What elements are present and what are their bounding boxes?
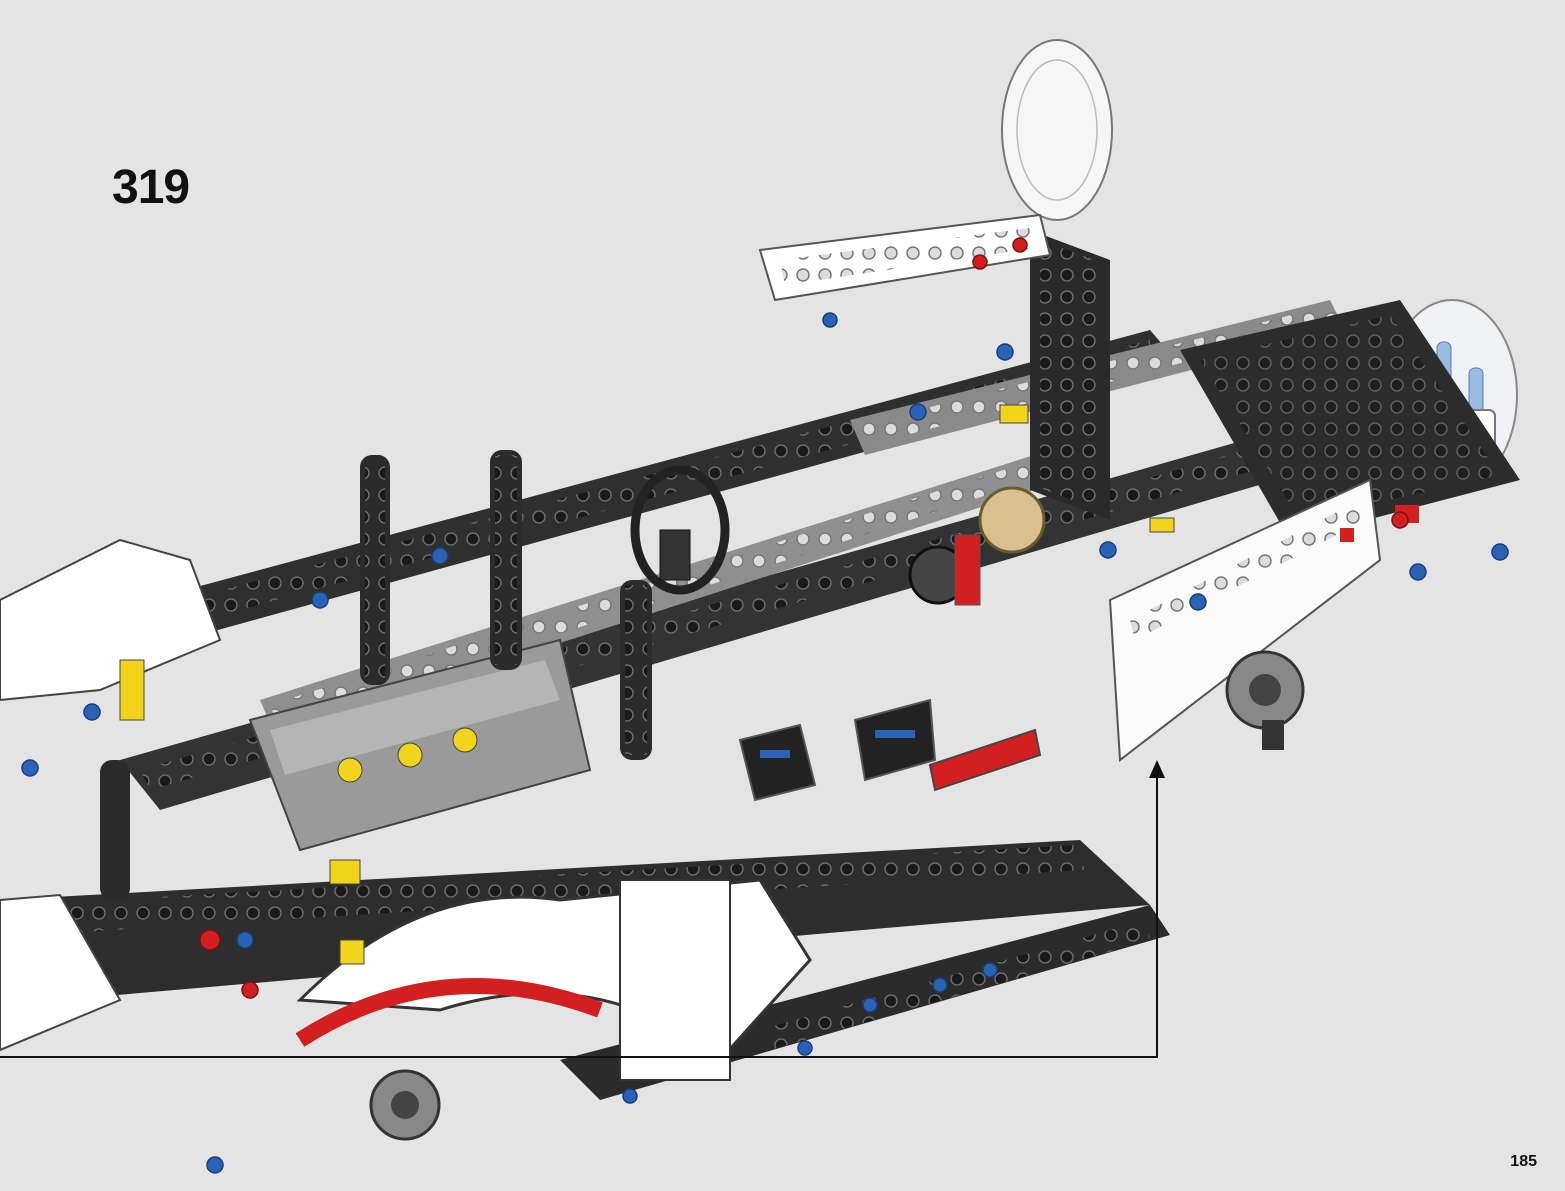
headlight-lens-top [1001,39,1113,221]
steering-wheel [630,465,730,595]
vertical-liftarms [100,450,652,900]
front-wheel-arch [295,878,812,1081]
printed-tiles [738,698,937,802]
wheel-hub-rear [1225,650,1305,750]
red-pins [199,237,1409,999]
white-rear-panel [1108,478,1419,762]
drive-axle-red [928,728,1042,792]
blue-pins [21,312,1509,1174]
wheel-hub-front [369,1069,441,1141]
left-white-panel [0,538,222,1052]
yellow-connectors [119,404,1175,965]
page-number: 185 [1510,1153,1537,1170]
engine-block [248,638,592,852]
step-number: 319 [112,161,190,214]
rear-frame [758,213,1520,540]
placement-arrow [0,760,1165,1058]
gear-assembly [908,486,1046,606]
